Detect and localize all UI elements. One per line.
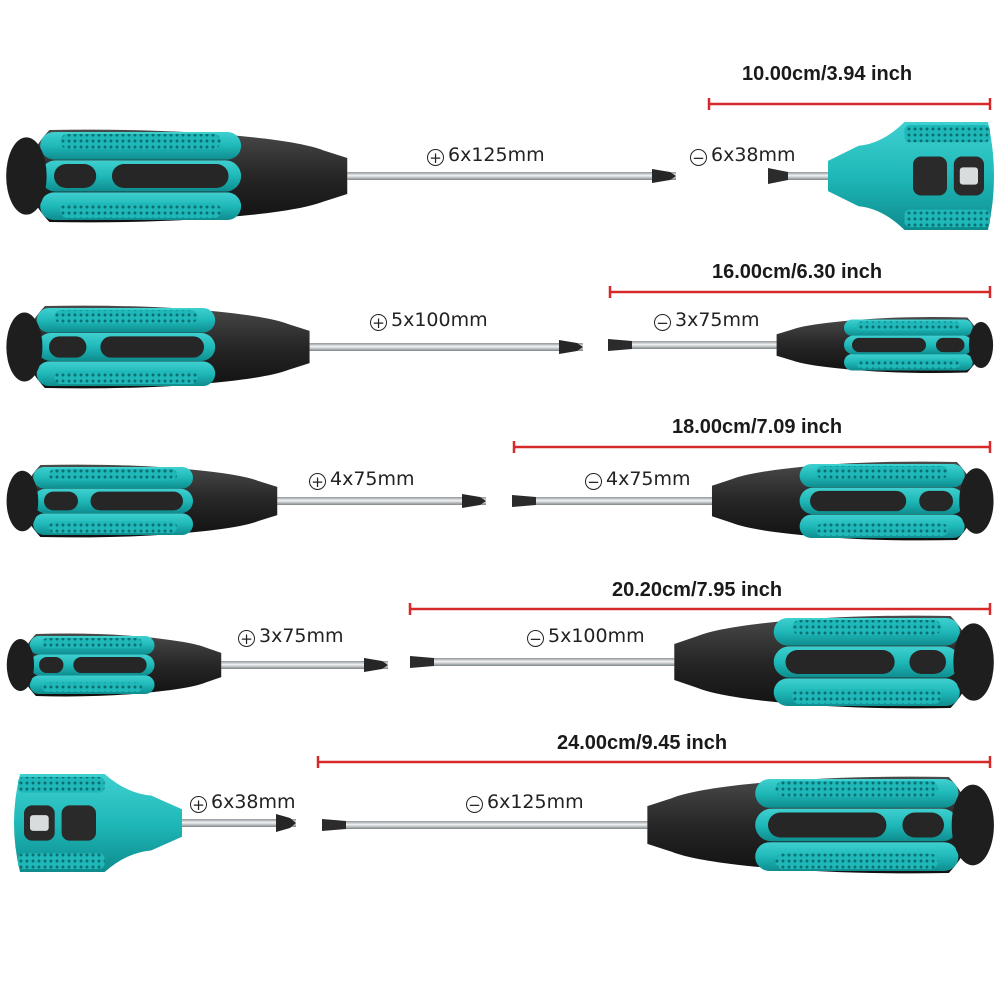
measure-line-row-3 — [512, 441, 992, 453]
phillips-screwdriver-row-3 — [6, 464, 486, 538]
phillips-size-row-2: +5x100mm — [370, 311, 488, 331]
slotted-screwdriver-row-1 — [768, 122, 994, 230]
size-text: 4x75mm — [330, 468, 415, 490]
slotted-screwdriver-row-4 — [410, 615, 994, 709]
length-label-row-1: 10.00cm/3.94 inch — [742, 63, 913, 85]
minus-circle-icon: − — [654, 314, 671, 331]
plus-circle-icon: + — [238, 630, 255, 647]
phillips-screwdriver-row-2 — [6, 305, 583, 389]
plus-circle-icon: + — [370, 314, 387, 331]
minus-circle-icon: − — [527, 630, 544, 647]
plus-circle-icon: + — [427, 149, 444, 166]
size-text: 6x125mm — [448, 144, 545, 166]
slotted-size-row-4: −5x100mm — [527, 627, 645, 647]
measure-line-row-1 — [707, 98, 992, 110]
phillips-size-row-3: +4x75mm — [309, 470, 415, 490]
size-text: 3x75mm — [675, 309, 760, 331]
size-text: 6x38mm — [711, 144, 796, 166]
slotted-screwdriver-row-5 — [322, 776, 994, 874]
plus-circle-icon: + — [309, 473, 326, 490]
length-label-row-5: 24.00cm/9.45 inch — [557, 732, 728, 754]
size-text: 4x75mm — [606, 468, 691, 490]
size-text: 5x100mm — [391, 309, 488, 331]
size-text: 6x38mm — [211, 791, 296, 813]
phillips-screwdriver-row-1 — [6, 129, 676, 223]
slotted-size-row-3: −4x75mm — [585, 470, 691, 490]
length-label-row-4: 20.20cm/7.95 inch — [612, 579, 783, 601]
size-text: 5x100mm — [548, 625, 645, 647]
minus-circle-icon: − — [690, 149, 707, 166]
length-label-row-2: 16.00cm/6.30 inch — [712, 261, 883, 283]
measure-line-row-5 — [316, 756, 992, 768]
measure-line-row-4 — [408, 603, 992, 615]
size-text: 3x75mm — [259, 625, 344, 647]
slotted-screwdriver-row-3 — [512, 461, 994, 541]
phillips-size-row-4: +3x75mm — [238, 627, 344, 647]
length-label-row-3: 18.00cm/7.09 inch — [672, 416, 843, 438]
slotted-size-row-1: −6x38mm — [690, 146, 796, 166]
phillips-screwdriver-row-5 — [14, 774, 296, 872]
phillips-size-row-1: +6x125mm — [427, 146, 545, 166]
minus-circle-icon: − — [585, 473, 602, 490]
slotted-screwdriver-row-2 — [608, 317, 994, 373]
minus-circle-icon: − — [466, 796, 483, 813]
slotted-size-row-2: −3x75mm — [654, 311, 760, 331]
plus-circle-icon: + — [190, 796, 207, 813]
measure-line-row-2 — [608, 286, 992, 298]
slotted-size-row-5: −6x125mm — [466, 793, 584, 813]
phillips-size-row-5: +6x38mm — [190, 793, 296, 813]
phillips-screwdriver-row-4 — [6, 633, 388, 697]
size-text: 6x125mm — [487, 791, 584, 813]
